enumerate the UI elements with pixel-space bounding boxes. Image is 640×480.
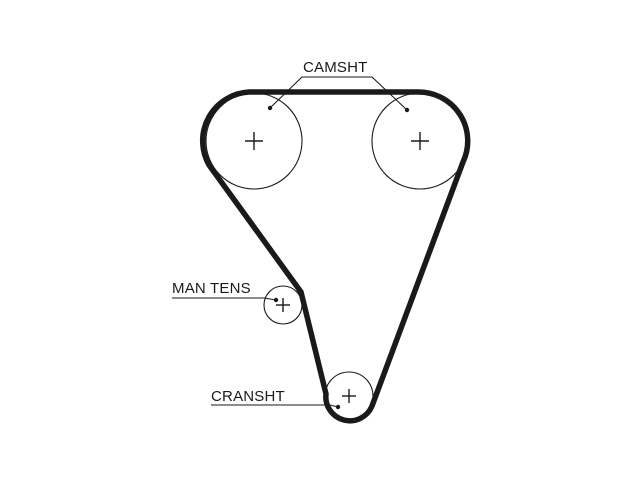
- manual-tensioner-leader-line: [172, 297, 277, 301]
- crankshaft-pulley: [324, 371, 374, 421]
- camshaft-leader-line: [269, 76, 408, 111]
- camshaft-pulley-right: [371, 92, 469, 190]
- manual-tensioner-leader-dot: [273, 297, 279, 303]
- manual-tensioner-pulley: [263, 285, 303, 325]
- camshaft-leader-dot-left: [267, 105, 273, 111]
- camshaft-label: CAMSHT: [303, 59, 368, 76]
- crankshaft-leader-line: [211, 404, 339, 408]
- camshaft-leader-dot-right: [404, 107, 410, 113]
- crankshaft-label: CRANSHT: [211, 388, 285, 405]
- camshaft-pulley-left: [205, 92, 303, 190]
- manual-tensioner-label: MAN TENS: [172, 280, 251, 297]
- crankshaft-leader-dot: [335, 404, 341, 410]
